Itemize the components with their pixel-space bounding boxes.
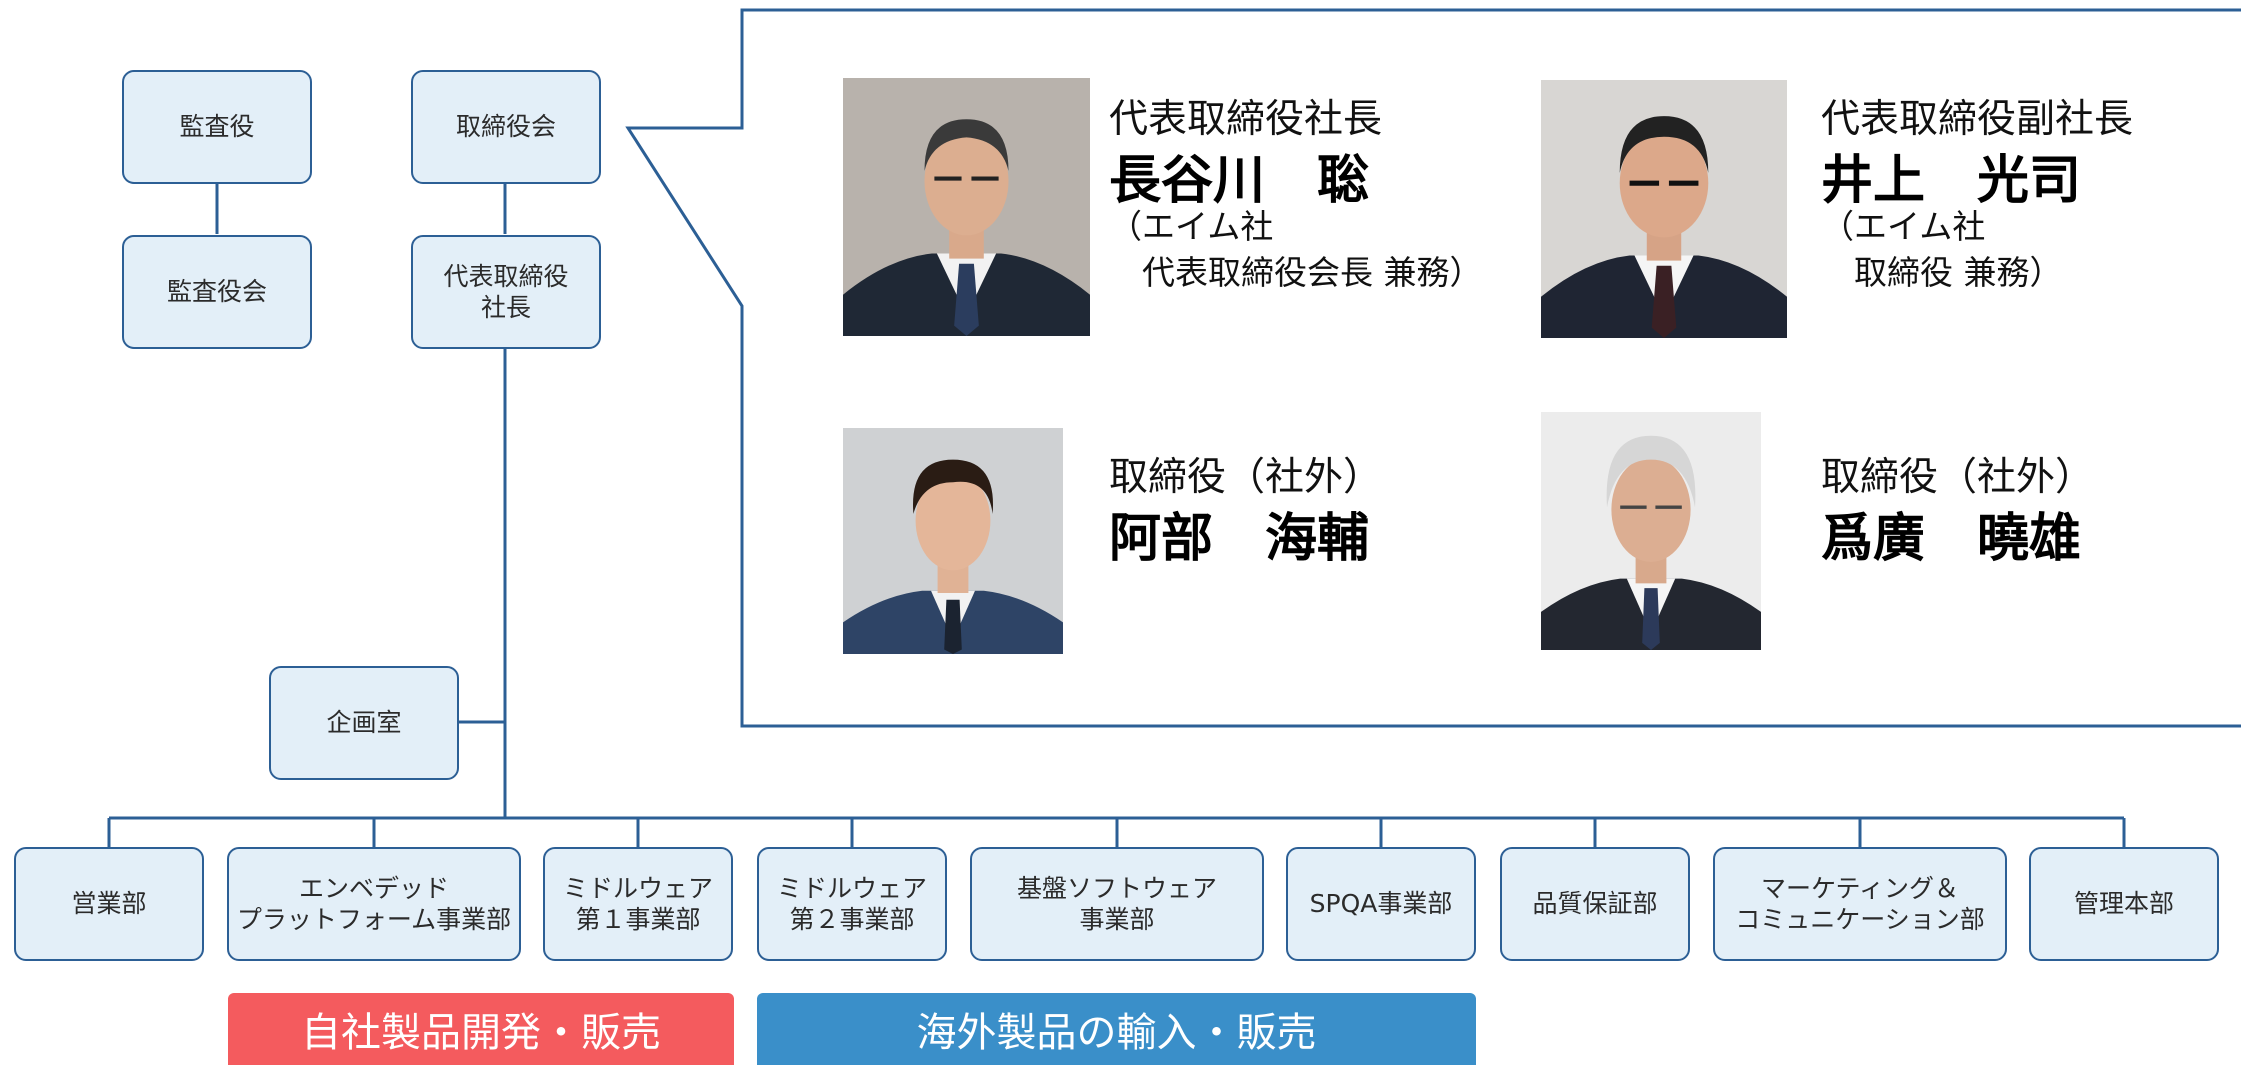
department-box: ミドルウェア 第２事業部 — [757, 847, 947, 961]
department-box: 品質保証部 — [1500, 847, 1690, 961]
executive-role: 取締役（社外） — [1821, 455, 2095, 500]
executive-photo-vice-president — [1541, 80, 1787, 338]
executive-photo-president — [843, 78, 1090, 336]
board-of-directors-box: 取締役会 — [411, 70, 601, 184]
overseas-products-band: 海外製品の輸入・販売 — [757, 993, 1476, 1065]
department-box: SPQA事業部 — [1286, 847, 1476, 961]
department-box: ミドルウェア 第１事業部 — [543, 847, 733, 961]
executive-note: （エイム社 取締役 兼務） — [1821, 207, 2063, 292]
executive-name: 井上 光司 — [1821, 151, 2082, 211]
callout-frame — [625, 8, 2241, 728]
executive-note: （エイム社 代表取締役会長 兼務） — [1109, 207, 1483, 292]
executive-name: 爲廣 曉雄 — [1821, 509, 2082, 569]
executive-role: 代表取締役副社長 — [1821, 97, 2134, 142]
executive-photo-director-abe — [843, 428, 1063, 654]
department-box: マーケティング＆ コミュニケーション部 — [1713, 847, 2007, 961]
executive-role: 代表取締役社長 — [1109, 97, 1383, 142]
audit-board-box: 監査役会 — [122, 235, 312, 349]
executive-photo-director-tamehiro — [1541, 412, 1761, 650]
department-box: 管理本部 — [2029, 847, 2219, 961]
department-box: エンベデッド プラットフォーム事業部 — [227, 847, 521, 961]
executive-role: 取締役（社外） — [1109, 455, 1383, 500]
own-products-band: 自社製品開発・販売 — [228, 993, 734, 1065]
planning-office-box: 企画室 — [269, 666, 459, 780]
president-box: 代表取締役 社長 — [411, 235, 601, 349]
department-box: 営業部 — [14, 847, 204, 961]
auditor-box: 監査役 — [122, 70, 312, 184]
executive-name: 阿部 海輔 — [1109, 509, 1370, 569]
executive-name: 長谷川 聡 — [1109, 151, 1370, 211]
department-box: 基盤ソフトウェア 事業部 — [970, 847, 1264, 961]
